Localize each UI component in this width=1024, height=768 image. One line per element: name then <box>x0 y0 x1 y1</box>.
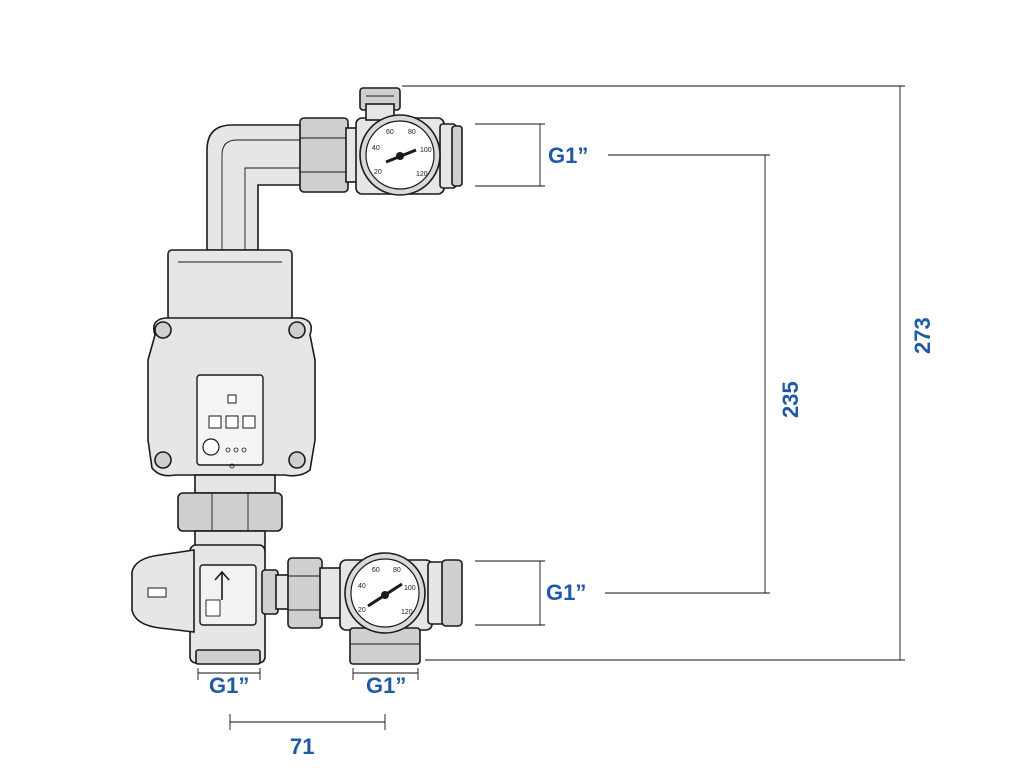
gauge-tick-100: 100 <box>404 585 416 592</box>
pump-lower-union-nut <box>177 492 283 552</box>
gauge-tick-40: 40 <box>358 583 366 590</box>
mixing-valve <box>131 544 291 665</box>
dim-top-port <box>475 123 545 187</box>
top-thermometer-icon: 20 40 60 80 100 120 <box>359 114 441 196</box>
gauge-tick-100: 100 <box>420 147 432 154</box>
dim-label-235: 235 <box>778 381 803 418</box>
pump-screw-br <box>288 451 306 469</box>
dim-71 <box>229 714 386 730</box>
flow-arrow-icon <box>214 570 230 600</box>
gauge-tick-40: 40 <box>372 145 380 152</box>
pump-button-icon <box>202 438 220 456</box>
dim-273 <box>402 85 905 661</box>
gauge-tick-80: 80 <box>393 567 401 574</box>
dim-235 <box>605 154 770 594</box>
pump-mode1-icon <box>208 415 222 429</box>
pump-head <box>167 249 293 321</box>
dim-label-71: 71 <box>290 734 314 759</box>
circulation-pump <box>147 249 316 494</box>
gauge-tick-20: 20 <box>374 169 382 176</box>
gauge-tick-60: 60 <box>372 567 380 574</box>
pump-screw-tr <box>288 321 306 339</box>
top-union-nut <box>299 117 361 193</box>
gauge-tick-120: 120 <box>401 609 413 616</box>
gauge-tick-120: 120 <box>416 171 428 178</box>
gauge-tick-80: 80 <box>408 129 416 136</box>
pump-led-icon <box>227 394 237 404</box>
dim-label-top-port: G1” <box>548 143 588 168</box>
dim-left-bottom <box>197 668 261 680</box>
dim-label-273: 273 <box>910 317 935 354</box>
dim-label-bottom-port: G1” <box>546 580 586 605</box>
pump-mode3-icon <box>242 415 256 429</box>
top-elbow-pipe <box>206 124 306 251</box>
pump-screw-bl <box>154 451 172 469</box>
bottom-thermometer-icon: 20 40 60 80 100 120 <box>344 552 426 634</box>
pump-screw-tl <box>154 321 172 339</box>
bottom-union-nut <box>287 557 343 629</box>
gauge-tick-20: 20 <box>358 607 366 614</box>
pump-mode2-icon <box>225 415 239 429</box>
dim-label-left-bottom: G1” <box>209 673 249 698</box>
gauge-tick-60: 60 <box>386 129 394 136</box>
dim-right-bottom <box>352 668 419 680</box>
dim-bottom-port <box>475 560 545 626</box>
top-outlet-nipple <box>439 123 463 189</box>
dim-label-right-bottom: G1” <box>366 673 406 698</box>
